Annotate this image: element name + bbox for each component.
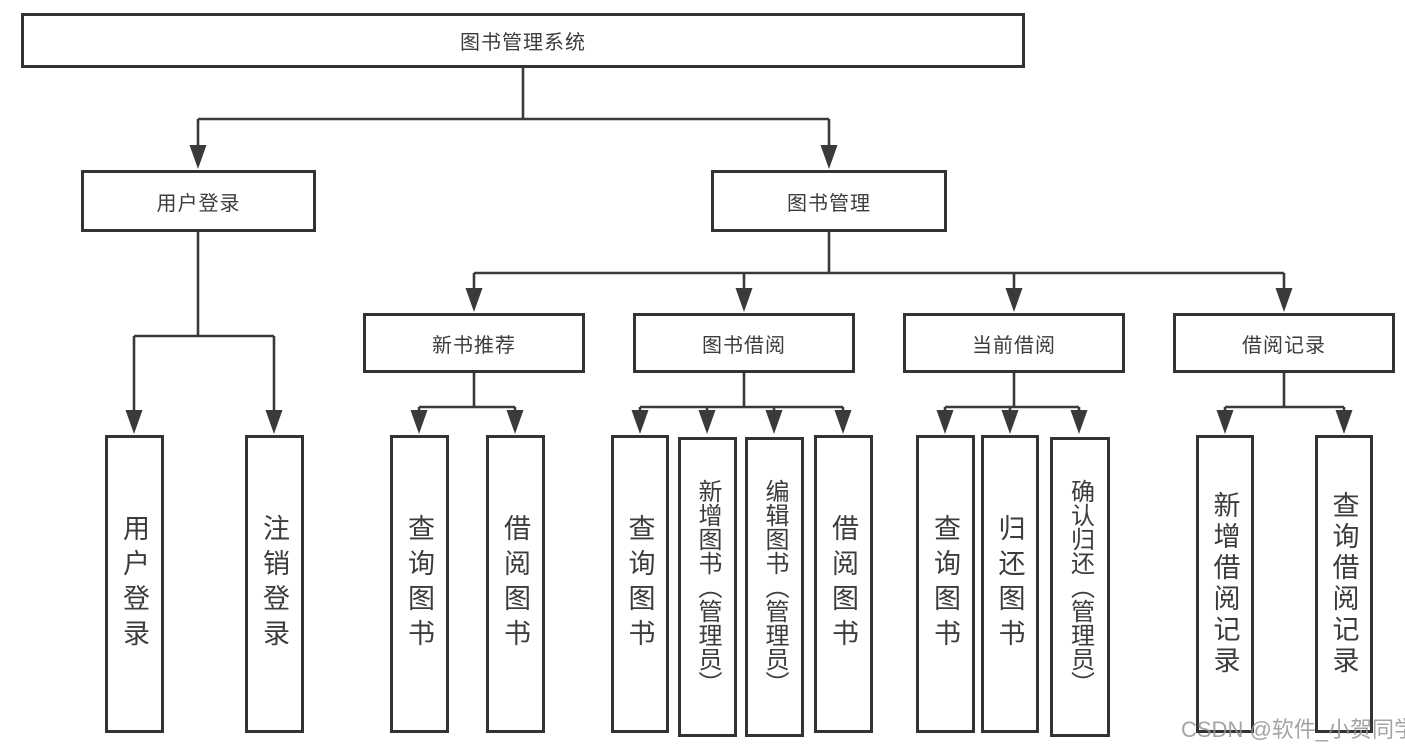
node-book-management: 图书管理 bbox=[711, 170, 947, 232]
leaf-label: 编辑图书（管理员） bbox=[761, 479, 788, 695]
node-user-login: 用户登录 bbox=[81, 170, 316, 232]
arrowhead-icon bbox=[1275, 288, 1293, 312]
node-book-management-system: 图书管理系统 bbox=[21, 13, 1025, 68]
arrowhead-icon bbox=[936, 410, 954, 434]
leaf-query-books-borrow: 查询图书 bbox=[611, 435, 669, 733]
leaf-edit-book-admin: 编辑图书（管理员） bbox=[745, 437, 804, 737]
leaf-label: 新增借阅记录 bbox=[1209, 491, 1240, 677]
leaf-label: 注销登录 bbox=[259, 514, 289, 654]
node-current-borrow: 当前借阅 bbox=[903, 313, 1125, 373]
leaf-confirm-return-admin: 确认归还（管理员） bbox=[1050, 437, 1110, 737]
arrowhead-icon bbox=[834, 410, 852, 434]
node-borrow-records: 借阅记录 bbox=[1173, 313, 1395, 373]
leaf-query-borrow-record: 查询借阅记录 bbox=[1315, 435, 1373, 733]
leaf-label: 归还图书 bbox=[994, 514, 1025, 654]
leaf-logout: 注销登录 bbox=[245, 435, 304, 733]
arrowhead-icon bbox=[1216, 410, 1234, 434]
arrowhead-icon bbox=[631, 410, 649, 434]
arrowhead-icon bbox=[189, 145, 207, 169]
node-book-borrow: 图书借阅 bbox=[633, 313, 855, 373]
arrowhead-icon bbox=[698, 410, 716, 434]
leaf-return-book: 归还图书 bbox=[981, 435, 1039, 733]
arrowhead-icon bbox=[735, 288, 753, 312]
leaf-label: 确认归还（管理员） bbox=[1066, 479, 1094, 695]
leaf-add-book-admin: 新增图书（管理员） bbox=[678, 437, 737, 737]
arrowhead-icon bbox=[820, 145, 838, 169]
arrowhead-icon bbox=[410, 410, 428, 434]
leaf-query-books-recommend: 查询图书 bbox=[390, 435, 449, 733]
leaf-label: 查询图书 bbox=[624, 514, 655, 654]
arrowhead-icon bbox=[1335, 410, 1353, 434]
leaf-add-borrow-record: 新增借阅记录 bbox=[1196, 435, 1254, 733]
leaf-label: 查询图书 bbox=[930, 514, 960, 654]
arrowhead-icon bbox=[1001, 410, 1019, 434]
leaf-label: 查询借阅记录 bbox=[1328, 491, 1359, 677]
leaf-label: 借阅图书 bbox=[828, 514, 858, 654]
arrowhead-icon bbox=[125, 410, 143, 434]
arrowhead-icon bbox=[465, 288, 483, 312]
leaf-label: 查询图书 bbox=[404, 514, 434, 654]
leaf-borrow-books-borrow: 借阅图书 bbox=[814, 435, 873, 733]
arrowhead-icon bbox=[506, 410, 524, 434]
leaf-borrow-books-recommend: 借阅图书 bbox=[486, 435, 545, 733]
leaf-label: 借阅图书 bbox=[500, 514, 530, 654]
leaf-user-login: 用户登录 bbox=[105, 435, 164, 733]
csdn-watermark: CSDN @软件_小贺同学 bbox=[1181, 717, 1405, 742]
arrowhead-icon bbox=[1070, 410, 1088, 434]
arrowhead-icon bbox=[765, 410, 783, 434]
arrowhead-icon bbox=[1005, 288, 1023, 312]
leaf-label: 用户登录 bbox=[119, 514, 149, 654]
arrowhead-icon bbox=[265, 410, 283, 434]
node-new-book-recommend: 新书推荐 bbox=[363, 313, 585, 373]
leaf-query-books-current: 查询图书 bbox=[916, 435, 975, 733]
leaf-label: 新增图书（管理员） bbox=[694, 479, 721, 695]
